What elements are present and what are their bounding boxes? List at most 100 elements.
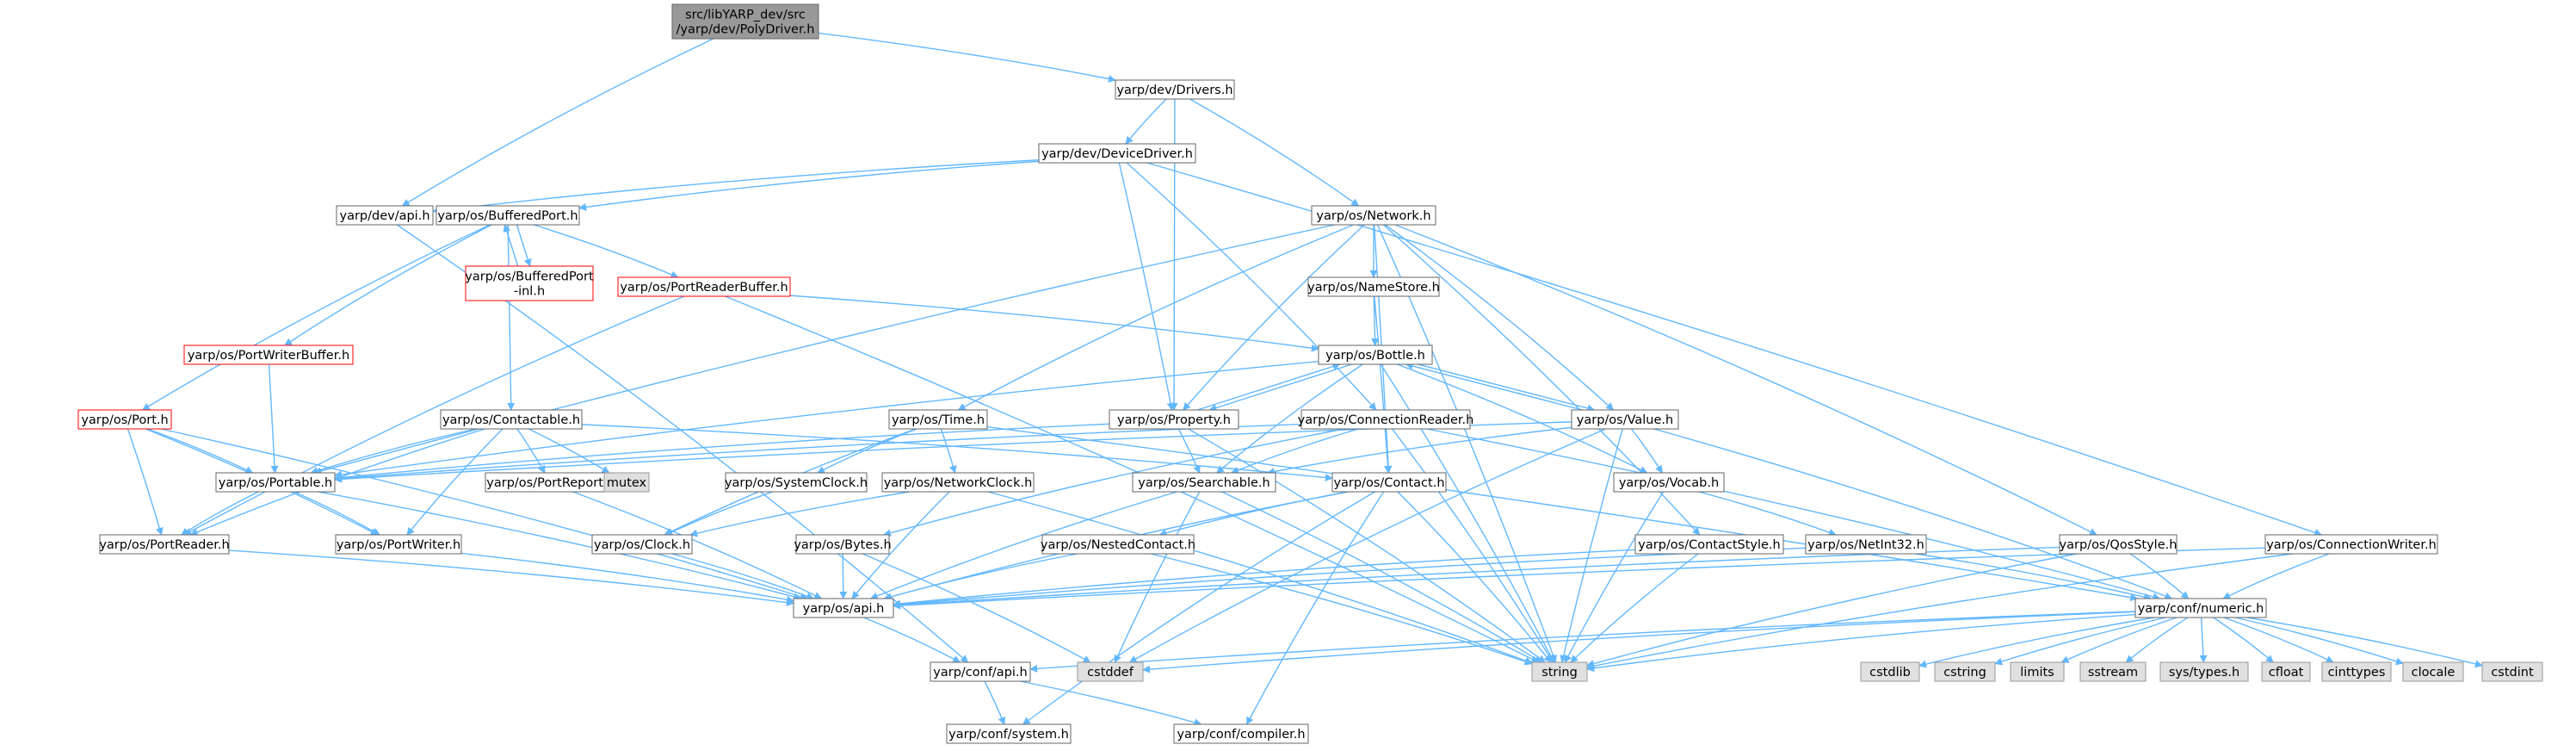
node-clocale[interactable]: clocale <box>2402 661 2464 682</box>
node-label: yarp/os/api.h <box>803 602 885 616</box>
node-box <box>603 472 650 493</box>
node-label: cstdint <box>2491 666 2534 680</box>
node-bottle[interactable]: yarp/os/Bottle.h <box>1318 344 1433 365</box>
edge-arrow <box>2060 617 2177 663</box>
edge-bufferedport-to-portwriterbuffer <box>284 224 492 346</box>
node-portreport[interactable]: yarp/os/PortReport.h <box>485 472 617 493</box>
node-label: mutex <box>607 476 647 490</box>
node-contactstyle[interactable]: yarp/os/ContactStyle.h <box>1634 534 1784 555</box>
node-box <box>2402 661 2464 682</box>
node-box <box>2134 598 2267 618</box>
node-string[interactable]: string <box>1531 661 1588 682</box>
edge-arrow <box>334 423 1110 481</box>
node-box <box>591 534 693 555</box>
node-box <box>1041 534 1195 555</box>
node-systemclock[interactable]: yarp/os/SystemClock.h <box>725 472 868 493</box>
edge-arrow <box>1698 491 1837 537</box>
edge-arrow <box>1918 617 2155 668</box>
node-networkclock[interactable]: yarp/os/NetworkClock.h <box>881 472 1035 493</box>
edge-searchable-to-cstddef <box>1114 491 1201 663</box>
edge-numeric-to-limits <box>2060 617 2177 663</box>
edge-connectionreader-to-bytes <box>883 428 1345 537</box>
edge-arrow <box>572 491 823 599</box>
edge-arrow <box>141 224 491 411</box>
node-bytes[interactable]: yarp/os/Bytes.h <box>794 534 892 555</box>
edge-arrow <box>1397 491 1552 663</box>
edge-systemclock-to-clock <box>664 491 773 536</box>
edge-arrow <box>940 428 957 474</box>
node-label: sstream <box>2088 666 2138 680</box>
node-value[interactable]: yarp/os/Value.h <box>1571 409 1679 430</box>
node-bufferedport[interactable]: yarp/os/BufferedPort.h <box>436 205 580 226</box>
node-limits[interactable]: limits <box>2010 661 2065 682</box>
node-confsystem[interactable]: yarp/conf/system.h <box>946 723 1072 744</box>
node-numeric[interactable]: yarp/conf/numeric.h <box>2134 598 2267 618</box>
node-confapi[interactable]: yarp/conf/api.h <box>930 661 1031 682</box>
node-cstdint[interactable]: cstdint <box>2481 661 2543 682</box>
node-namestore[interactable]: yarp/os/NameStore.h <box>1307 276 1440 297</box>
node-label: yarp/os/Clock.h <box>594 538 690 552</box>
edge-arrow <box>1142 611 2136 673</box>
node-portreaderbuffer[interactable]: yarp/os/PortReaderBuffer.h <box>617 276 791 297</box>
node-netint32[interactable]: yarp/os/NetInt32.h <box>1805 534 1927 555</box>
edge-confapi-to-confcompiler <box>1020 680 1202 727</box>
node-label: yarp/os/NestedContact.h <box>1041 538 1195 552</box>
node-box <box>1173 723 1309 744</box>
node-portwriter[interactable]: yarp/os/PortWriter.h <box>335 534 462 555</box>
edge-bottle-to-string <box>1380 363 1555 663</box>
node-box <box>1132 472 1276 493</box>
node-contact[interactable]: yarp/os/Contact.h <box>1331 472 1447 493</box>
node-cfloat[interactable]: cfloat <box>2261 661 2311 682</box>
node-nestedcontact[interactable]: yarp/os/NestedContact.h <box>1041 534 1195 555</box>
node-confcompiler[interactable]: yarp/conf/compiler.h <box>1173 723 1309 744</box>
node-cstddef[interactable]: cstddef <box>1077 661 1144 682</box>
node-polydriver[interactable]: src/libYARP_dev/src/yarp/dev/PolyDriver.… <box>671 3 819 40</box>
node-property[interactable]: yarp/os/Property.h <box>1109 409 1239 430</box>
node-connectionwriter[interactable]: yarp/os/ConnectionWriter.h <box>2264 534 2438 555</box>
node-label: yarp/conf/api.h <box>933 666 1027 680</box>
edge-arrow <box>1118 162 1175 411</box>
edge-connectionreader-to-string <box>1392 428 1554 663</box>
edge-arrow <box>284 224 492 346</box>
node-sstream[interactable]: sstream <box>2079 661 2147 682</box>
node-portable[interactable]: yarp/os/Portable.h <box>215 472 336 493</box>
node-cstdlib[interactable]: cstdlib <box>1860 661 1920 682</box>
node-connectionreader[interactable]: yarp/os/ConnectionReader.h <box>1298 409 1474 430</box>
node-qosstyle[interactable]: yarp/os/QosStyle.h <box>2059 534 2178 555</box>
node-network[interactable]: yarp/os/Network.h <box>1311 205 1436 226</box>
node-port[interactable]: yarp/os/Port.h <box>77 409 172 430</box>
node-cinttypes[interactable]: cinttypes <box>2321 661 2392 682</box>
node-time[interactable]: yarp/os/Time.h <box>888 409 988 430</box>
edge-arrow <box>516 224 532 267</box>
node-box <box>1934 661 1996 682</box>
node-portwriterbuffer[interactable]: yarp/os/PortWriterBuffer.h <box>183 344 354 365</box>
edge-connectionreader-to-portable <box>334 423 1302 482</box>
node-searchable[interactable]: yarp/os/Searchable.h <box>1132 472 1276 493</box>
edge-arrow <box>318 491 802 601</box>
node-label: yarp/os/QosStyle.h <box>2060 538 2178 552</box>
node-osapi[interactable]: yarp/os/api.h <box>793 598 894 618</box>
edge-arrow <box>581 424 1333 481</box>
edge-arrow <box>2223 617 2334 663</box>
node-bufferedportinl[interactable]: yarp/os/BufferedPort-inl.h <box>465 265 594 301</box>
node-box <box>99 534 230 555</box>
node-devapi[interactable]: yarp/dev/api.h <box>336 205 434 226</box>
node-contactable[interactable]: yarp/os/Contactable.h <box>440 409 583 430</box>
node-drivers[interactable]: yarp/dev/Drivers.h <box>1115 79 1235 100</box>
node-systypes[interactable]: sys/types.h <box>2159 661 2249 682</box>
edge-arrow <box>862 553 1091 663</box>
node-label: clocale <box>2412 666 2456 680</box>
edge-bottle-to-property <box>1208 363 1352 412</box>
node-label: yarp/os/Vocab.h <box>1619 476 1719 490</box>
node-label: yarp/conf/system.h <box>948 728 1069 742</box>
node-cstring[interactable]: cstring <box>1934 661 1996 682</box>
node-portreader[interactable]: yarp/os/PortReader.h <box>99 534 230 555</box>
edge-arrow <box>664 491 773 536</box>
edge-numeric-to-cstdint <box>2246 617 2483 668</box>
node-devicedriver[interactable]: yarp/dev/DeviceDriver.h <box>1038 143 1196 164</box>
node-box <box>2159 661 2249 682</box>
node-clock[interactable]: yarp/os/Clock.h <box>591 534 693 555</box>
node-label: yarp/os/ConnectionReader.h <box>1298 413 1474 427</box>
node-vocab[interactable]: yarp/os/Vocab.h <box>1613 472 1725 493</box>
node-mutex[interactable]: mutex <box>603 472 650 493</box>
